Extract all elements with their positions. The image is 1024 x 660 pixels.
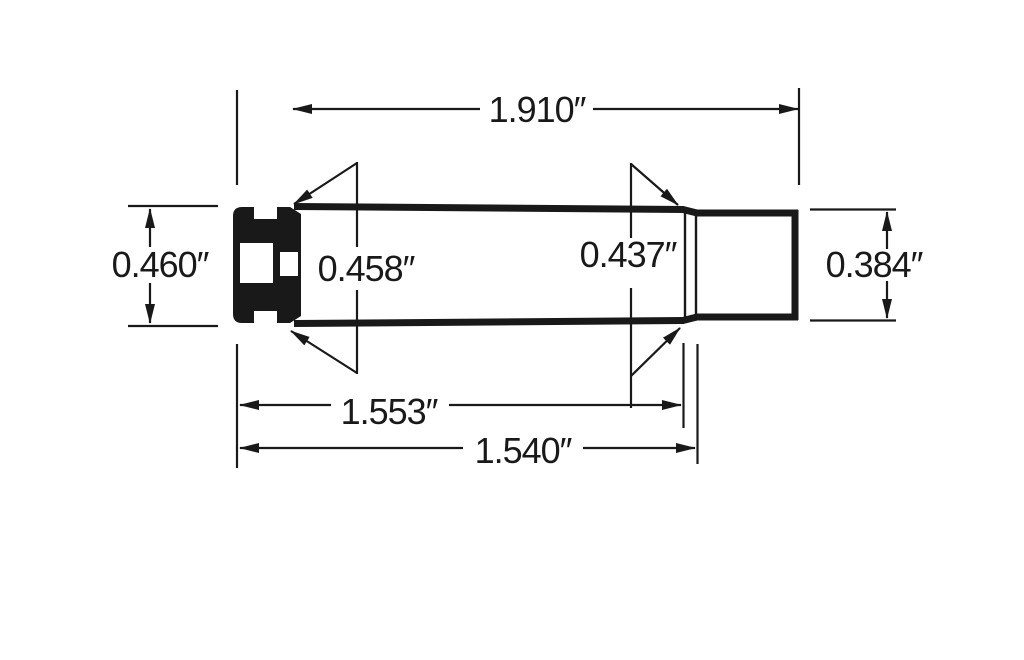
- case-body-bottom-edge: [293, 317, 685, 327]
- length-to-shoulder-label: 1.553″: [341, 391, 439, 432]
- case-body-top-edge: [293, 203, 685, 213]
- dimension-neck-diameter: 0.384″: [810, 208, 925, 322]
- case-outline: [233, 203, 799, 327]
- shoulder-diameter-label: 0.437″: [580, 234, 678, 275]
- dimension-length-to-shoulder: 1.553″: [235, 343, 685, 468]
- dimension-base-diameter: 0.458″: [290, 162, 417, 374]
- base-diameter-label: 0.458″: [318, 248, 416, 289]
- callout-arrow-bottom: [630, 327, 681, 377]
- overall-length-label: 1.910″: [489, 89, 587, 130]
- dimension-rim-diameter: 0.460″: [112, 204, 218, 328]
- dimension-overall-length: 1.910″: [235, 88, 801, 185]
- callout-arrow-top: [630, 163, 679, 206]
- dimension-length-to-neck: 1.540″: [239, 344, 699, 471]
- flash-hole: [280, 252, 298, 276]
- dimension-shoulder-diameter: 0.437″: [580, 163, 681, 408]
- callout-arrow-bottom: [290, 330, 358, 374]
- primer-pocket: [240, 243, 273, 283]
- length-to-neck-label: 1.540″: [475, 430, 573, 471]
- neck-diameter-label: 0.384″: [826, 244, 924, 285]
- callout-arrow-top: [293, 162, 358, 205]
- rim-diameter-label: 0.460″: [112, 244, 210, 285]
